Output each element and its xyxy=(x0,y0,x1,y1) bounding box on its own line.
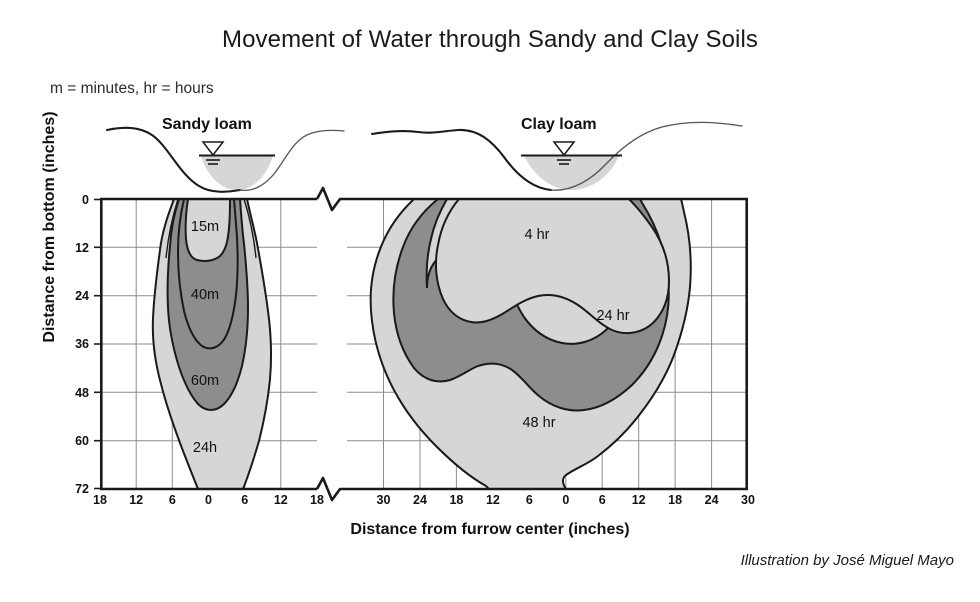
surface-profiles xyxy=(105,121,743,193)
ground-line-clay-right xyxy=(550,121,743,191)
contours-sandy-loam xyxy=(151,199,273,489)
x-tick-label: 18 xyxy=(668,493,682,507)
x-tick-label: 6 xyxy=(241,493,248,507)
panel-label-sandy-loam: Sandy loam xyxy=(162,116,252,133)
contour-label-sandy-24h: 24h xyxy=(193,440,217,456)
ground-line-sandy-right xyxy=(239,129,345,192)
water-fill-clay xyxy=(524,155,619,190)
legend-note: m = minutes, hr = hours xyxy=(50,80,214,97)
x-tick-label: 24 xyxy=(705,493,719,507)
x-tick-label: 6 xyxy=(169,493,176,507)
contour-sandy-strand-right xyxy=(243,199,257,259)
y-tick-label: 24 xyxy=(75,289,89,303)
axis-break-top xyxy=(315,186,347,212)
plot-frames xyxy=(100,186,748,502)
x-tick-label: 6 xyxy=(599,493,606,507)
contour-label-clay-48hr: 48 hr xyxy=(522,415,555,431)
x-tick-label: 0 xyxy=(205,493,212,507)
ground-line-clay xyxy=(370,128,553,192)
y-tick-label: 36 xyxy=(75,337,89,351)
x-tick-labels-right: 30 24 18 12 6 0 6 12 18 24 30 xyxy=(377,493,755,507)
x-tick-label: 30 xyxy=(741,493,755,507)
axis-break-bottom xyxy=(315,476,347,502)
contour-label-sandy-15m: 15m xyxy=(191,219,219,235)
contour-clay-4hr xyxy=(434,199,671,335)
x-tick-label: 24 xyxy=(413,493,427,507)
y-tick-label: 72 xyxy=(75,482,89,496)
x-tick-label: 18 xyxy=(449,493,463,507)
x-tick-label: 18 xyxy=(93,493,107,507)
x-axis-title: Distance from furrow center (inches) xyxy=(350,521,630,538)
x-tick-label: 6 xyxy=(526,493,533,507)
illustration-credit: Illustration by José Miguel Mayo xyxy=(740,552,954,569)
x-tick-label: 12 xyxy=(632,493,646,507)
contour-labels: 15m 40m 60m 24h 4 hr 24 hr 48 hr xyxy=(191,219,630,456)
contour-label-clay-4hr: 4 hr xyxy=(525,227,550,243)
contour-label-sandy-60m: 60m xyxy=(191,373,219,389)
x-tick-label: 12 xyxy=(274,493,288,507)
y-tick-label: 12 xyxy=(75,241,89,255)
x-tick-label: 12 xyxy=(129,493,143,507)
y-tick-label: 0 xyxy=(82,193,89,207)
contours-clay-loam xyxy=(369,199,692,489)
x-tick-label: 12 xyxy=(486,493,500,507)
ground-line-sandy xyxy=(105,126,242,193)
contour-sandy-strand-left xyxy=(165,199,179,259)
x-tick-label: 30 xyxy=(377,493,391,507)
contour-label-clay-24hr: 24 hr xyxy=(596,308,629,324)
panel-label-clay-loam: Clay loam xyxy=(521,116,597,133)
water-fill-sandy xyxy=(201,155,273,190)
water-table-icon-sandy xyxy=(201,141,225,165)
x-tick-label: 0 xyxy=(562,493,569,507)
page-title: Movement of Water through Sandy and Clay… xyxy=(222,26,758,53)
tick-marks xyxy=(94,198,101,490)
water-table-icon-clay xyxy=(552,141,576,165)
y-tick-labels: 0 12 24 36 48 60 72 xyxy=(75,193,89,496)
x-tick-labels-left: 18 12 6 0 6 12 18 xyxy=(93,493,324,507)
x-tick-label: 18 xyxy=(310,493,324,507)
y-tick-label: 48 xyxy=(75,386,89,400)
y-tick-label: 60 xyxy=(75,434,89,448)
contour-sandy-15m xyxy=(184,199,231,262)
contour-label-sandy-40m: 40m xyxy=(191,287,219,303)
